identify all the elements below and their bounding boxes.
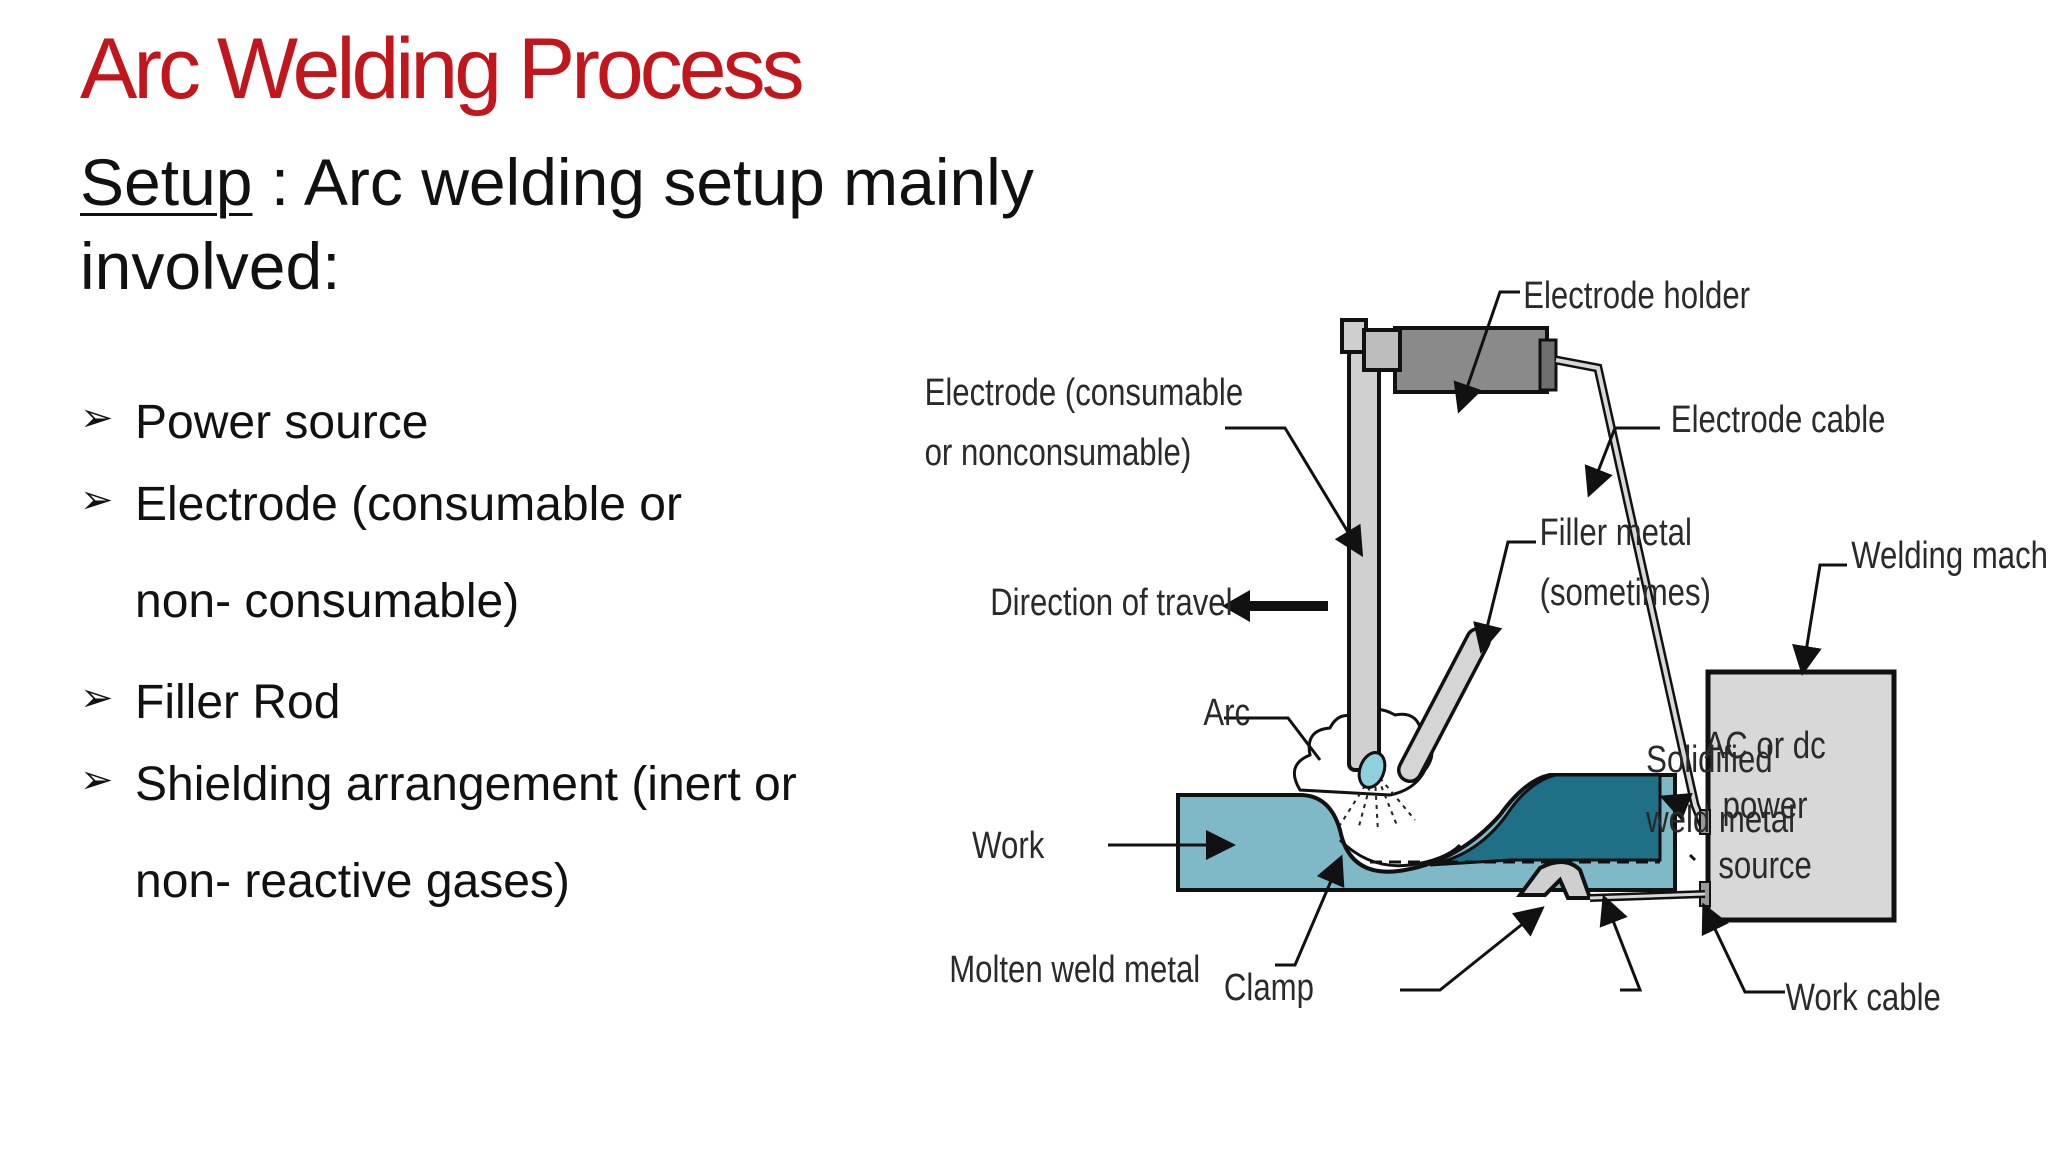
label-clamp: Clamp xyxy=(1224,967,1314,1009)
bullet-text-continued: non- reactive gases) xyxy=(135,855,570,908)
bullet-text-continued: non- consumable) xyxy=(135,575,520,628)
label-power-line1: AC or dc xyxy=(1705,725,1826,767)
label-electrode-holder: Electrode holder xyxy=(1523,275,1750,317)
electrode-tip xyxy=(1357,751,1387,789)
bullet-item: ➢ Filler Rod xyxy=(80,675,340,730)
electrode-holder xyxy=(1393,326,1549,394)
label-direction-of-travel: Direction of travel xyxy=(990,582,1232,624)
label-filler-line1: Filler metal xyxy=(1540,512,1692,554)
bullet-arrow-icon: ➢ xyxy=(80,396,114,440)
label-power-line2: power xyxy=(1723,785,1808,827)
bullet-text: Power source xyxy=(135,396,429,449)
terminal-top xyxy=(1699,809,1711,835)
label-electrode-line1: Electrode (consumable xyxy=(925,372,1244,414)
label-welding-machine: Welding machine xyxy=(1851,535,2048,577)
bullet-arrow-icon: ➢ xyxy=(80,478,114,522)
subtitle-text: : Arc welding setup mainly involved: xyxy=(80,145,1034,303)
holder-end xyxy=(1538,338,1558,392)
bullet-text: Shielding arrangement (inert or xyxy=(135,758,797,811)
label-electrode-line2: or nonconsumable) xyxy=(925,432,1192,474)
subtitle-setup-word: Setup xyxy=(80,145,253,219)
electrode-rod xyxy=(1347,348,1381,772)
slide-subtitle: Setup : Arc welding setup mainly involve… xyxy=(80,140,1080,308)
label-power-line3: source xyxy=(1718,845,1811,887)
holder-jaw xyxy=(1362,328,1402,372)
bullet-arrow-icon: ➢ xyxy=(80,758,114,802)
direction-arrow-head xyxy=(1222,590,1250,622)
arc-welding-diagram: Electrode holder Electrode (consumable o… xyxy=(925,275,2048,1019)
bullet-item: ➢ Electrode (consumable or non- consumable… xyxy=(80,477,682,629)
label-electrode-cable: Electrode cable xyxy=(1671,399,1886,441)
label-filler-line2: (sometimes) xyxy=(1540,572,1711,614)
power-source-box xyxy=(1705,669,1897,923)
work-clamp xyxy=(1516,860,1593,900)
label-solidified-line1: Solidified xyxy=(1646,739,1772,781)
filler-rod-inner xyxy=(1400,630,1488,780)
bullet-arrow-icon: ➢ xyxy=(80,676,114,720)
slide-title: Arc Welding Process xyxy=(80,21,805,117)
bullet-item: ➢ Power source xyxy=(80,395,428,450)
molten-pool xyxy=(1338,838,1462,868)
label-work-cable: Work cable xyxy=(1786,977,1941,1019)
leader-lines xyxy=(1108,290,1847,994)
label-molten-weld-metal: Molten weld metal xyxy=(949,949,1200,991)
label-solidified-line2: weld metal xyxy=(1645,799,1795,841)
bullet-text: Filler Rod xyxy=(135,676,341,729)
label-work: Work xyxy=(972,825,1045,867)
bullet-text: Electrode (consumable or xyxy=(135,478,682,531)
bullet-item: ➢ Shielding arrangement (inert or non- rea… xyxy=(80,757,797,909)
label-arc: Arc xyxy=(1203,692,1250,734)
solidified-weld-bead xyxy=(1429,773,1662,867)
